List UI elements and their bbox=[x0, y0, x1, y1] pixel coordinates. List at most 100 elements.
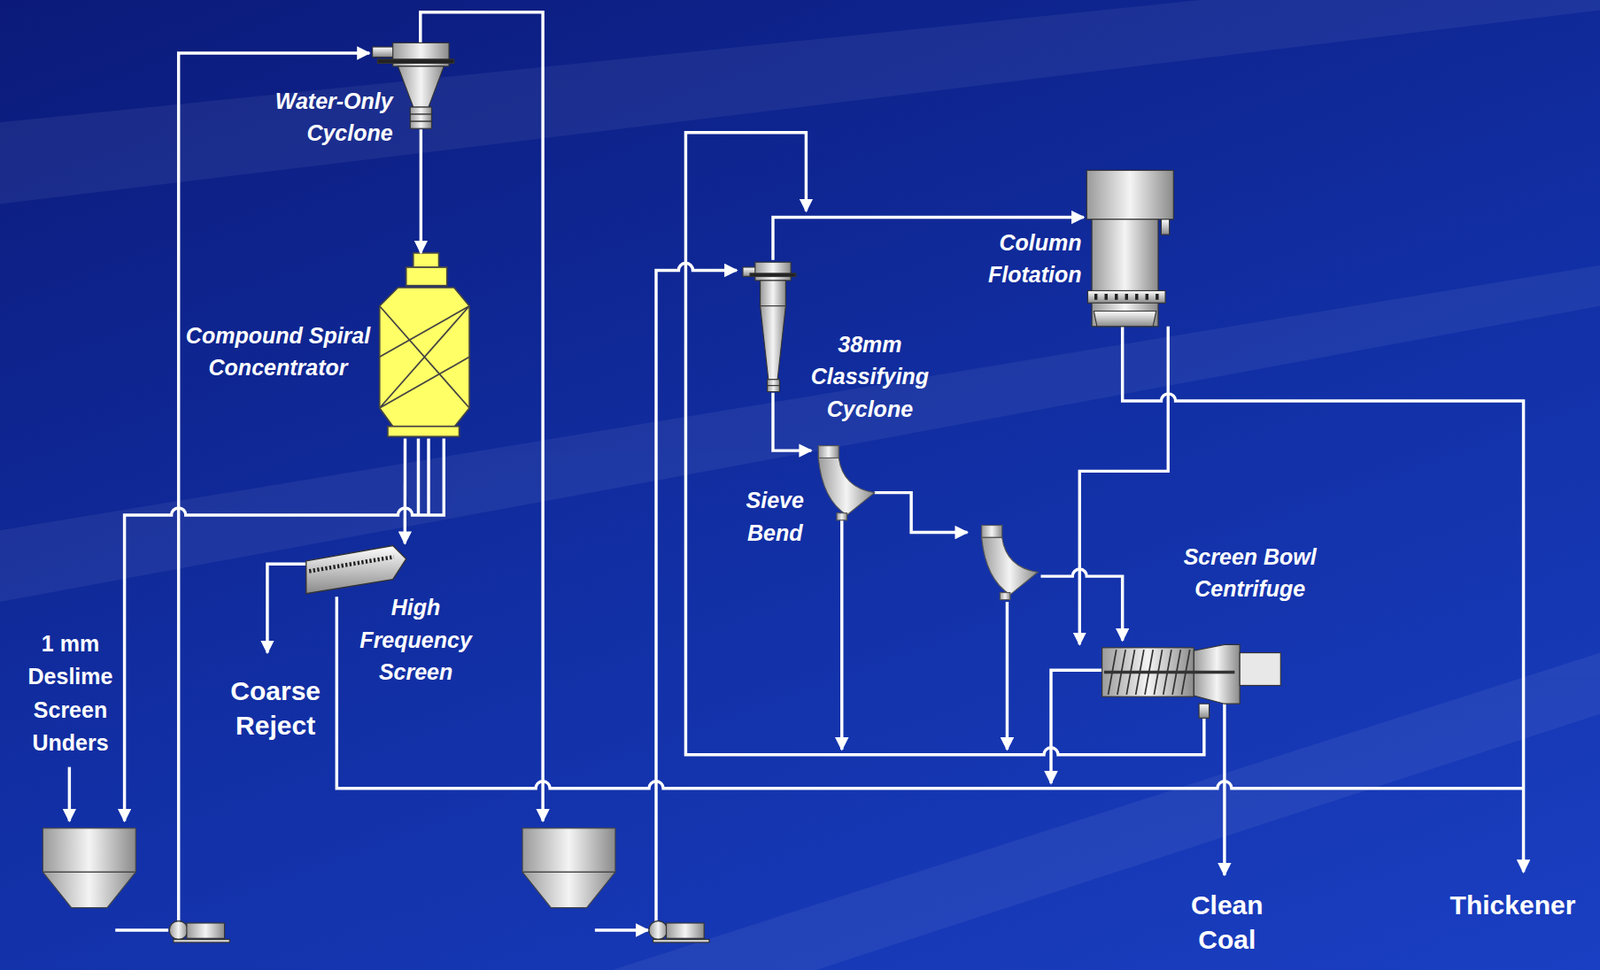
stream-label: 1 mm Deslime Screen Unders bbox=[10, 627, 132, 761]
process-line bbox=[178, 53, 371, 922]
classifying-cyclone-icon bbox=[760, 280, 787, 307]
water-only-cyclone-icon bbox=[409, 114, 432, 122]
process-line bbox=[267, 564, 307, 653]
flow-connector bbox=[403, 439, 408, 545]
column-flotation-icon bbox=[1096, 293, 1158, 301]
sieve-bend-icon bbox=[836, 513, 848, 521]
process-line bbox=[840, 520, 843, 750]
spiral-concentrator-icon bbox=[379, 306, 470, 409]
label-holder: High Frequency Screen bbox=[347, 591, 486, 688]
equipment-label: Column Flotation bbox=[949, 226, 1083, 292]
column-flotation-icon bbox=[1093, 311, 1156, 327]
label-holder: Column Flotation bbox=[949, 226, 1083, 292]
sump-icon bbox=[522, 872, 616, 908]
pump-icon bbox=[173, 939, 230, 943]
sump-icon bbox=[42, 828, 616, 909]
process-line bbox=[336, 596, 1523, 789]
label-holder: Clean Coal bbox=[1168, 888, 1287, 958]
column-flotation-icon bbox=[1087, 290, 1166, 303]
label-holder: Screen Bowl Centrifuge bbox=[1163, 541, 1338, 606]
pump-icon bbox=[666, 923, 705, 939]
pump-icon bbox=[115, 921, 710, 943]
water-only-cyclone-icon bbox=[409, 121, 432, 129]
flow-connector bbox=[419, 129, 423, 253]
water-only-cyclone-icon bbox=[409, 107, 432, 115]
equipment-label: Sieve Bend bbox=[726, 484, 824, 549]
classifying-cyclone-icon bbox=[742, 262, 797, 392]
screen-bowl-centrifuge-icon bbox=[1104, 671, 1236, 674]
label-holder: Compound Spiral Concentrator bbox=[183, 319, 372, 385]
sump-icon bbox=[522, 828, 616, 874]
high-frequency-screen-icon bbox=[306, 546, 407, 595]
process-line bbox=[1222, 703, 1226, 876]
classifying-cyclone-icon bbox=[749, 273, 797, 277]
sieve-bend-icon bbox=[981, 537, 1038, 596]
classifying-cyclone-icon bbox=[767, 379, 781, 387]
sieve-bend-icon bbox=[981, 525, 1003, 539]
label-holder: Coarse Reject bbox=[208, 673, 342, 743]
process-line bbox=[685, 132, 1204, 756]
process-line bbox=[69, 12, 1523, 924]
equipment-node: Compound Spiral Concentrator bbox=[372, 253, 475, 440]
screen-bowl-centrifuge-icon bbox=[1239, 653, 1281, 687]
process-line bbox=[1040, 569, 1122, 642]
process-line bbox=[1005, 602, 1009, 750]
equipment-label: Water-Only Cyclone bbox=[229, 85, 393, 150]
equipment-node: Screen Bowl Centrifuge bbox=[1066, 644, 1281, 704]
background-streaks bbox=[0, 265, 1600, 603]
equipment-node: 38mm Classifying Cyclone bbox=[749, 260, 797, 394]
high-frequency-screen-icon bbox=[306, 546, 407, 595]
process-line bbox=[417, 439, 429, 516]
water-only-cyclone-icon bbox=[397, 66, 444, 108]
sieve-bend-icon bbox=[818, 457, 874, 516]
process-line bbox=[1051, 670, 1103, 784]
sieve-bend-icon bbox=[981, 525, 1038, 601]
high-frequency-screen-icon bbox=[309, 556, 395, 572]
equipment-node: Sieve Bend bbox=[811, 443, 878, 520]
equipment-node: Water-Only Cyclone bbox=[393, 42, 449, 130]
equipment-node: High Frequency Screen bbox=[301, 543, 409, 596]
stream-label: Clean Coal bbox=[1168, 888, 1287, 958]
equipment-label: Screen Bowl Centrifuge bbox=[1163, 541, 1338, 606]
background-streaks bbox=[0, 0, 1600, 205]
process-line bbox=[874, 493, 968, 534]
spiral-concentrator-icon bbox=[413, 253, 440, 268]
water-only-cyclone-icon bbox=[377, 59, 454, 64]
sieve-bend-icon bbox=[818, 446, 839, 459]
equipment-label: 38mm Classifying Cyclone bbox=[790, 328, 950, 426]
process-line bbox=[656, 262, 737, 924]
label-holder: Water-Only Cyclone bbox=[229, 85, 393, 150]
spiral-concentrator-icon bbox=[406, 267, 448, 286]
label-holder: 1 mm Deslime Screen Unders bbox=[10, 627, 132, 761]
classifying-cyclone-icon bbox=[767, 386, 781, 393]
classifying-cyclone-icon bbox=[760, 306, 787, 380]
flow-connector bbox=[772, 393, 812, 451]
label-holder: Thickener bbox=[1428, 888, 1597, 923]
spiral-concentrator-icon bbox=[379, 287, 470, 434]
spiral-concentrator-icon bbox=[379, 253, 470, 437]
column-flotation-icon bbox=[1091, 219, 1159, 327]
stream-label: Coarse Reject bbox=[208, 673, 342, 743]
column-flotation-icon bbox=[1086, 170, 1174, 326]
equipment-label: Compound Spiral Concentrator bbox=[183, 319, 372, 385]
pump-icon bbox=[169, 921, 188, 941]
label-holder: Sieve Bend bbox=[726, 484, 824, 549]
column-flotation-icon bbox=[1160, 219, 1169, 235]
flow-connector bbox=[1079, 326, 1168, 646]
screen-bowl-centrifuge-icon bbox=[1198, 703, 1210, 719]
equipment-node: Column Flotation bbox=[1083, 168, 1176, 327]
process-line bbox=[68, 767, 71, 822]
sump-icon bbox=[42, 872, 136, 908]
sieve-bend-icon bbox=[818, 446, 874, 521]
water-only-cyclone-icon bbox=[372, 42, 455, 129]
sump-icon bbox=[42, 828, 136, 874]
label-holder: 38mm Classifying Cyclone bbox=[790, 328, 950, 426]
background-streaks bbox=[611, 653, 1600, 970]
pump-icon bbox=[649, 921, 668, 941]
spiral-concentrator-icon bbox=[387, 426, 460, 438]
process-line bbox=[1122, 326, 1524, 874]
equipment-label: High Frequency Screen bbox=[347, 591, 486, 688]
